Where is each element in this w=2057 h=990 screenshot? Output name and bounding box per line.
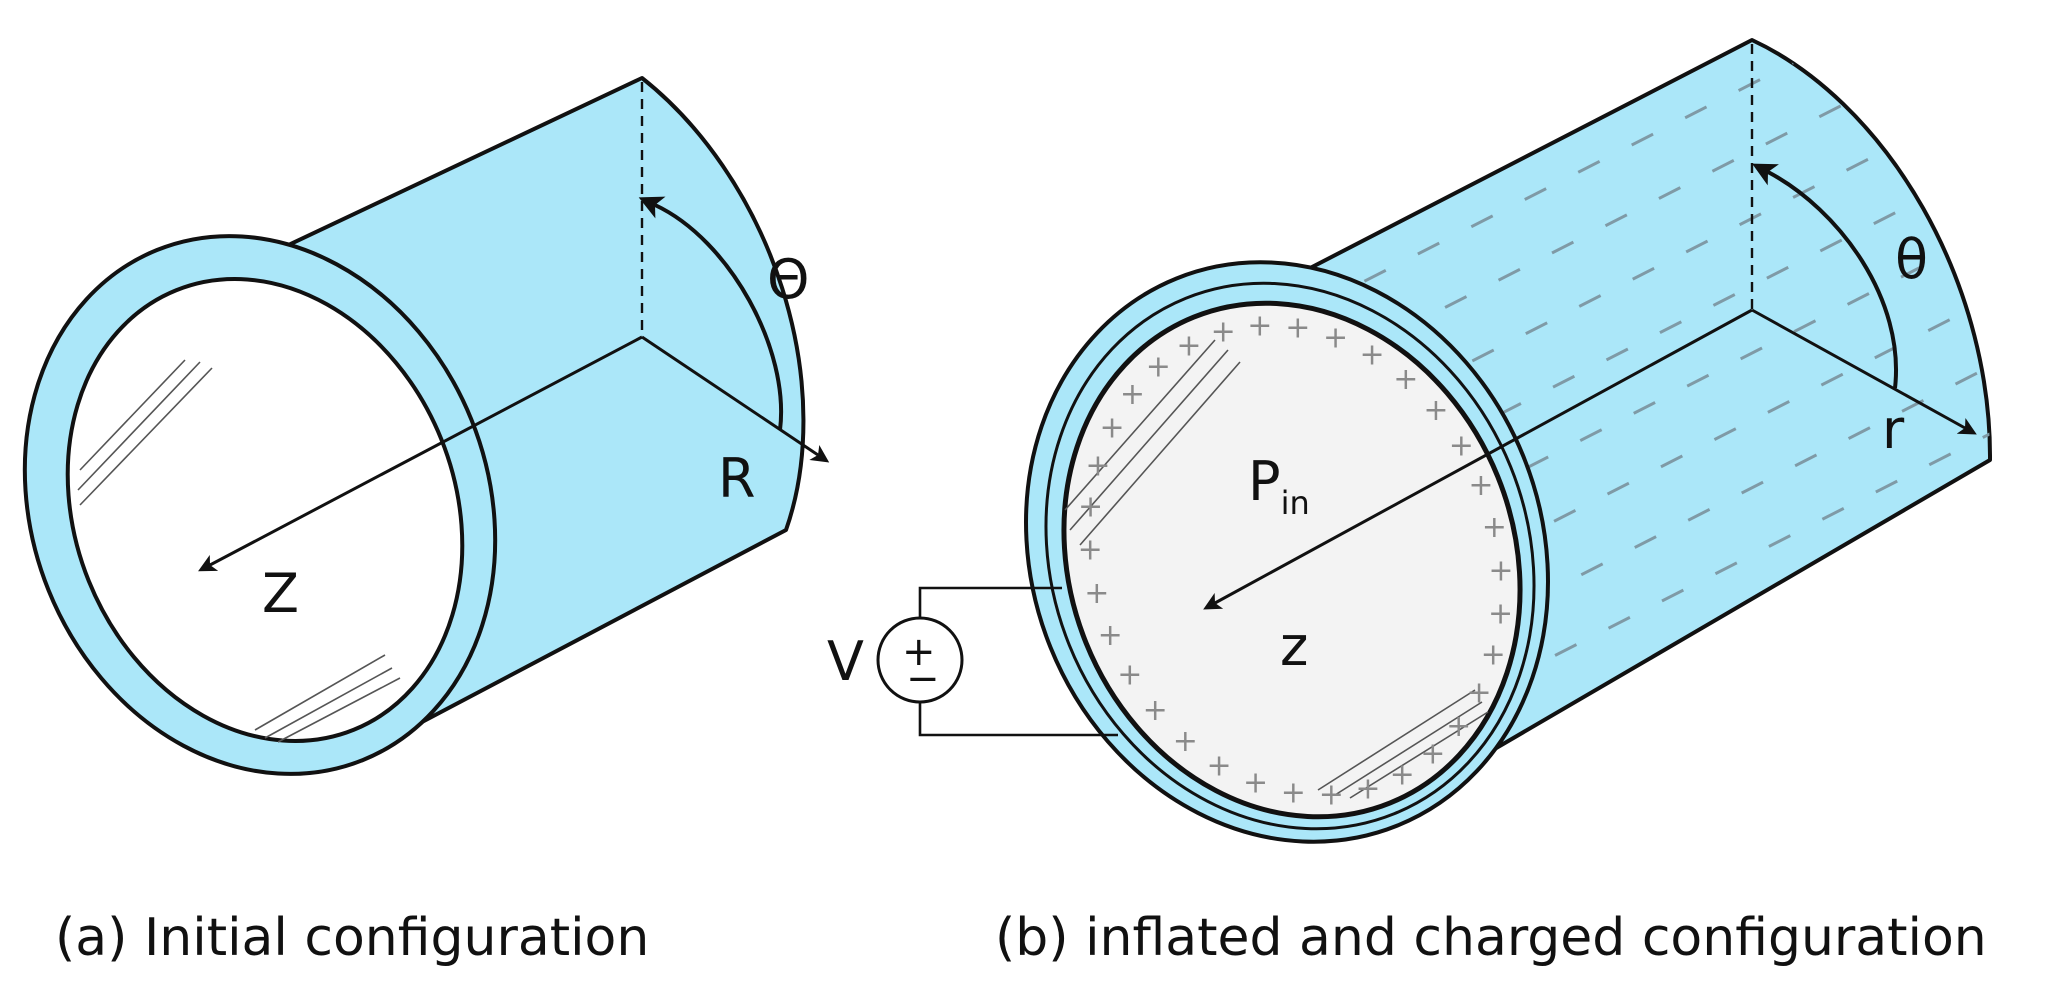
z-axis-arrow-a [198, 335, 643, 572]
charge-plus-mark: + [1243, 766, 1268, 801]
pressure-subscript: in [1281, 484, 1310, 522]
charge-plus-mark: + [1247, 309, 1272, 344]
charge-plus-mark: + [1285, 310, 1310, 345]
inner-hatch-a [77, 359, 401, 743]
voltage-label: V [827, 630, 864, 693]
r-axis-label-a: R [718, 447, 756, 510]
charge-plus-mark: + [1100, 411, 1125, 446]
bottom-wire [918, 688, 1118, 737]
charge-plus-mark: + [1467, 675, 1492, 710]
top-wire [918, 586, 1062, 630]
charge-plus-mark: + [1085, 449, 1110, 484]
charge-plus-mark: + [1146, 350, 1171, 385]
pressure-label: Pin [1248, 450, 1310, 522]
voltage-source-circuit [876, 586, 1118, 737]
charge-plus-mark: + [1449, 429, 1474, 464]
charge-plus-mark: + [1098, 618, 1123, 653]
voltage-source-symbol [876, 616, 964, 704]
charge-plus-mark: + [1360, 338, 1385, 373]
theta-arc-arrow-b [1752, 163, 1898, 389]
charge-plus-mark: + [1176, 328, 1201, 363]
panel-a: Z R Θ (a) Initial configuration [22, 76, 830, 968]
charge-plus-mark: + [1211, 315, 1236, 350]
charge-plus-mark: + [1468, 468, 1493, 503]
charge-plus-mark: + [1323, 320, 1348, 355]
pressure-main-text: P [1248, 450, 1281, 513]
charge-plus-mark: + [1488, 596, 1513, 631]
theta-label-a: Θ [767, 248, 810, 311]
axes-a [198, 82, 830, 572]
charge-plus-mark: + [1207, 748, 1232, 783]
z-axis-arrow-b [1203, 308, 1753, 610]
charge-plus-mark: + [1078, 490, 1103, 525]
charge-plus-mark: + [1390, 758, 1415, 793]
charge-plus-mark: + [1488, 554, 1513, 589]
charge-plus-mark: + [1482, 510, 1507, 545]
inner-hatch-b [1064, 339, 1489, 799]
charge-plus-mark: + [1078, 533, 1103, 568]
charge-plus-mark: + [1355, 772, 1380, 807]
source-plus-sign: + [902, 629, 936, 675]
charge-plus-mark: + [1173, 724, 1198, 759]
theta-arc-arrow-a [638, 196, 784, 431]
z-axis-label-a: Z [262, 562, 299, 625]
charge-plus-mark: + [1393, 362, 1418, 397]
r-axis-arrow-b [1751, 308, 1977, 435]
charge-plus-mark: + [1281, 776, 1306, 811]
charge-plus-mark: + [1420, 737, 1445, 772]
charge-plus-mark: + [1319, 778, 1344, 813]
r-axis-arrow-a [641, 335, 830, 463]
caption-b: (b) inflated and charged configuration [995, 908, 1987, 968]
theta-label-b: θ [1895, 228, 1928, 291]
charge-plus-mark: + [1423, 393, 1448, 428]
charge-plus-mark: + [1084, 576, 1109, 611]
charge-plus-mark: + [1446, 709, 1471, 744]
charge-plus-mark: + [1117, 658, 1142, 693]
z-axis-label-b: z [1280, 615, 1308, 678]
r-axis-label-b: r [1882, 398, 1905, 461]
source-minus-sign: − [906, 656, 940, 702]
axes-b [1203, 44, 1977, 610]
surface-charges: ++++++++++++++++++++++++++++++++++ [1078, 309, 1514, 813]
panel-b: ++++++++++++++++++++++++++++++++++ + − V… [827, 38, 1993, 968]
charge-plus-mark: + [1120, 377, 1145, 412]
charge-plus-mark: + [1481, 638, 1506, 673]
tube-body-a [22, 76, 806, 776]
caption-a: (a) Initial configuration [55, 908, 649, 968]
charge-plus-mark: + [1143, 693, 1168, 728]
